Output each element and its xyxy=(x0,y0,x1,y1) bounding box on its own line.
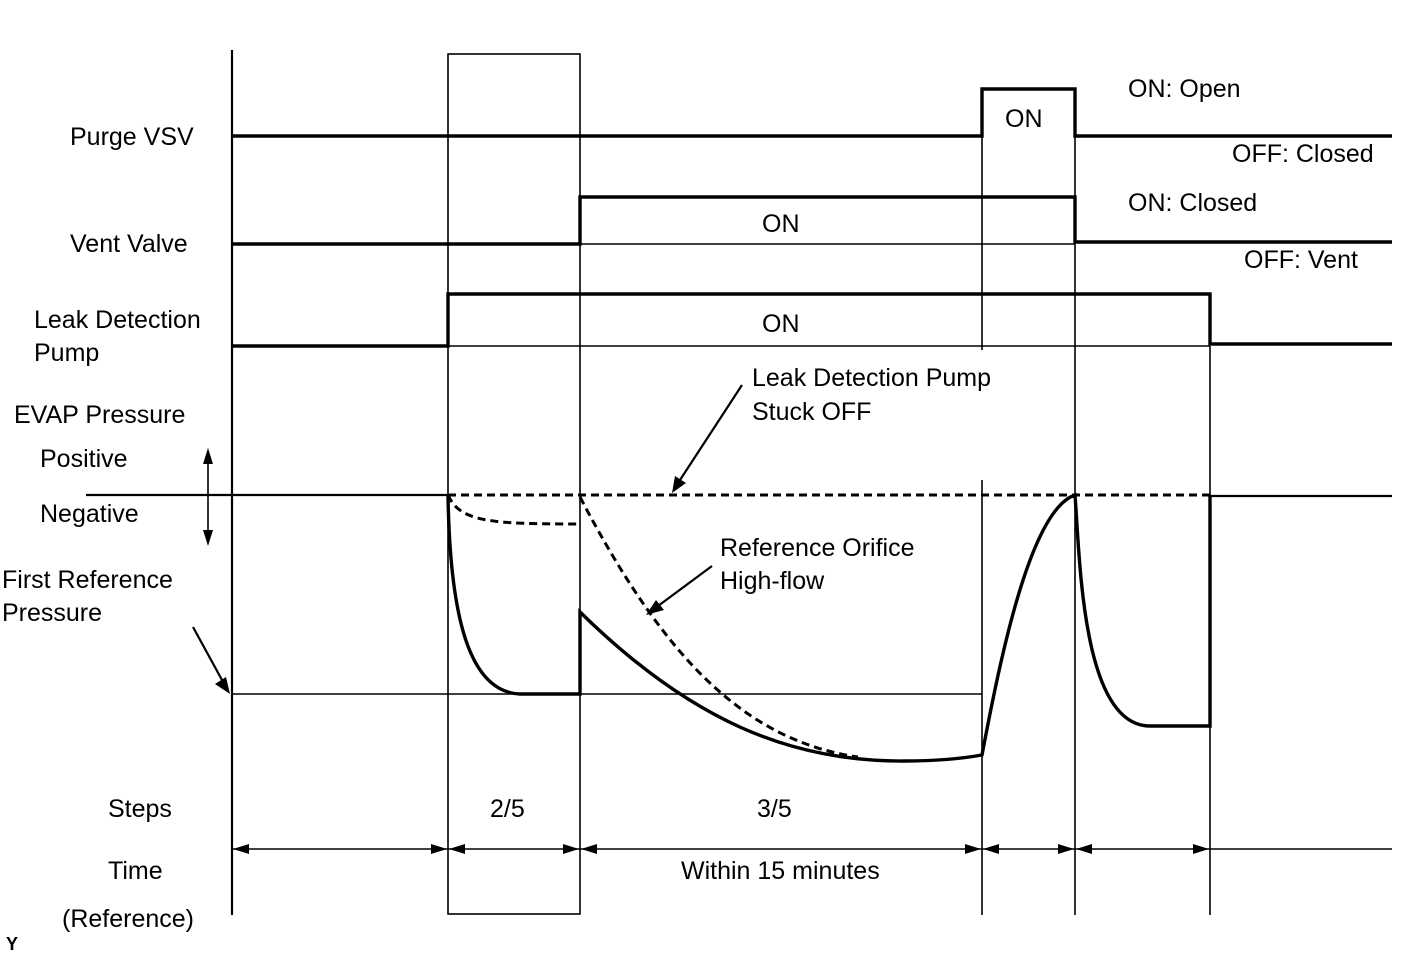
step-2-label: 2/5 xyxy=(490,795,525,823)
leak-pump-signal xyxy=(232,292,1392,348)
purge-vsv-state-off: OFF: Closed xyxy=(1232,140,1374,168)
vent-valve-state-on: ON: Closed xyxy=(1128,189,1257,217)
purge-vsv-label: Purge VSV xyxy=(70,123,194,151)
vent-valve-label: Vent Valve xyxy=(70,230,188,258)
first-reference-label-line1: First Reference xyxy=(2,566,173,594)
time-label: Time xyxy=(108,857,163,885)
purge-vsv-state-on: ON: Open xyxy=(1128,75,1241,103)
time-duration-label: Within 15 minutes xyxy=(681,857,880,885)
vent-valve-on-label: ON xyxy=(762,210,800,238)
leak-pump-row: Leak Detection Pump ON xyxy=(34,292,1392,367)
corner-mark: Y xyxy=(6,934,18,954)
evap-pressure-curve xyxy=(446,492,1212,763)
negative-label: Negative xyxy=(40,500,139,528)
vent-valve-signal xyxy=(232,195,1392,246)
orifice-pointer-arrow xyxy=(646,565,713,615)
leak-pump-label-line2: Pump xyxy=(34,339,99,367)
step-2-window xyxy=(447,53,581,915)
pressure-direction-arrow xyxy=(203,448,213,546)
evap-pressure-label: EVAP Pressure xyxy=(14,401,185,429)
steps-row: Steps 2/5 3/5 xyxy=(108,795,792,823)
leak-check-high-flow-curve xyxy=(578,496,859,759)
evap-pressure-row: EVAP Pressure Positive Negative First Re… xyxy=(2,364,1392,763)
step-3-label: 3/5 xyxy=(757,795,792,823)
steps-label: Steps xyxy=(108,795,172,823)
vent-valve-row: Vent Valve ON ON: Closed OFF: Vent xyxy=(70,189,1392,274)
purge-vsv-signal xyxy=(232,87,1392,138)
stuck-off-pointer-arrow xyxy=(672,384,743,493)
purge-vsv-row: Purge VSV ON ON: Open OFF: Closed xyxy=(70,75,1392,168)
orifice-annotation-line2: High-flow xyxy=(720,567,825,595)
leak-pump-on-label: ON xyxy=(762,310,800,338)
orifice-annotation-line1: Reference Orifice xyxy=(720,534,915,562)
phase-lines xyxy=(230,50,1211,915)
reference-orifice-high-flow-curve xyxy=(446,494,581,526)
vent-valve-state-off: OFF: Vent xyxy=(1244,246,1358,274)
stuck-off-annotation-line1: Leak Detection Pump xyxy=(752,364,991,392)
positive-label: Positive xyxy=(40,445,128,473)
stuck-off-annotation-line2: Stuck OFF xyxy=(752,398,871,426)
first-reference-label-line2: Pressure xyxy=(2,599,102,627)
purge-vsv-on-label: ON xyxy=(1005,105,1043,133)
time-reference-label: (Reference) xyxy=(62,905,194,933)
time-row: Time (Reference) Within 15 minutes xyxy=(62,844,1392,933)
leak-pump-label-line1: Leak Detection xyxy=(34,306,201,334)
time-interval-arrowheads xyxy=(233,844,1209,854)
first-reference-arrow xyxy=(192,626,230,694)
